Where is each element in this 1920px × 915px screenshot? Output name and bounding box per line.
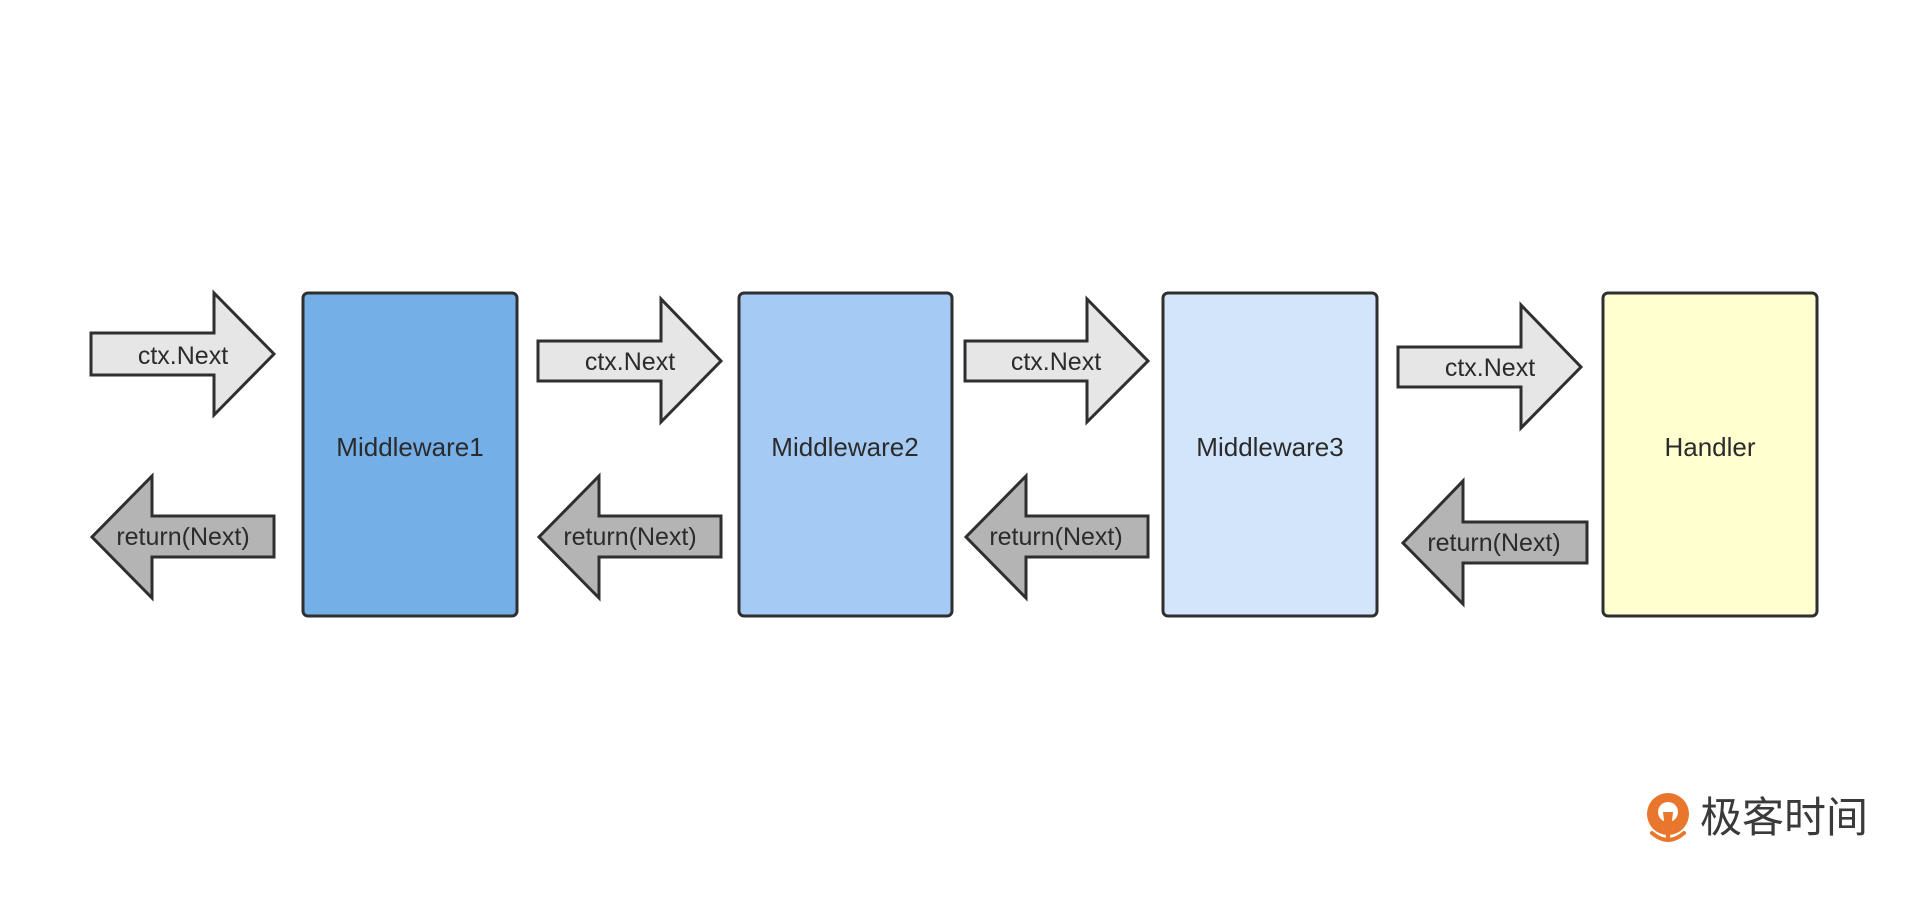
box-handler-label: Handler [1664,432,1755,462]
forward-arrow-2-shape [536,295,724,426]
forward-arrow-3-shape [963,295,1151,426]
box-middleware2-label: Middleware2 [771,432,918,462]
return-arrow-2-label: return(Next) [563,523,696,551]
box-middleware3-label: Middleware3 [1196,432,1343,462]
return-arrow-1-shape [89,472,276,602]
forward-arrow-4-shape [1396,301,1584,432]
box-middleware2: Middleware2 [737,291,954,618]
forward-arrow-3: ctx.Next [963,295,1151,426]
forward-arrow-2: ctx.Next [536,295,724,426]
forward-arrow-4-label: ctx.Next [1445,354,1535,382]
box-middleware3: Middleware3 [1161,291,1379,618]
return-arrow-1: return(Next) [89,472,276,602]
box-middleware1-label: Middleware1 [336,432,483,462]
box-middleware3-rect [1161,291,1379,618]
box-handler: Handler [1601,291,1819,618]
forward-arrow-3-label: ctx.Next [1011,348,1101,376]
forward-arrow-2-label: ctx.Next [585,348,675,376]
return-arrow-1-label: return(Next) [116,523,249,551]
box-middleware1: Middleware1 [301,291,519,618]
forward-arrow-1-label: ctx.Next [138,342,228,370]
return-arrow-4-label: return(Next) [1427,529,1560,557]
brand-logo: 极客时间 [1647,793,1868,842]
return-arrow-3: return(Next) [963,472,1150,602]
return-arrow-4-shape [1400,477,1589,608]
forward-arrow-4: ctx.Next [1396,301,1584,432]
return-arrow-3-label: return(Next) [989,523,1122,551]
brand-logo-icon [1647,793,1689,842]
forward-arrow-1: ctx.Next [89,289,277,419]
box-middleware1-rect [301,291,519,618]
return-arrow-4: return(Next) [1400,477,1589,608]
box-middleware2-rect [737,291,954,618]
forward-arrow-1-shape [89,289,277,419]
brand-name: 极客时间 [1700,793,1868,842]
return-arrow-2-shape [536,472,723,602]
return-arrow-3-shape [963,472,1150,602]
return-arrow-2: return(Next) [536,472,723,602]
box-handler-rect [1601,291,1819,618]
